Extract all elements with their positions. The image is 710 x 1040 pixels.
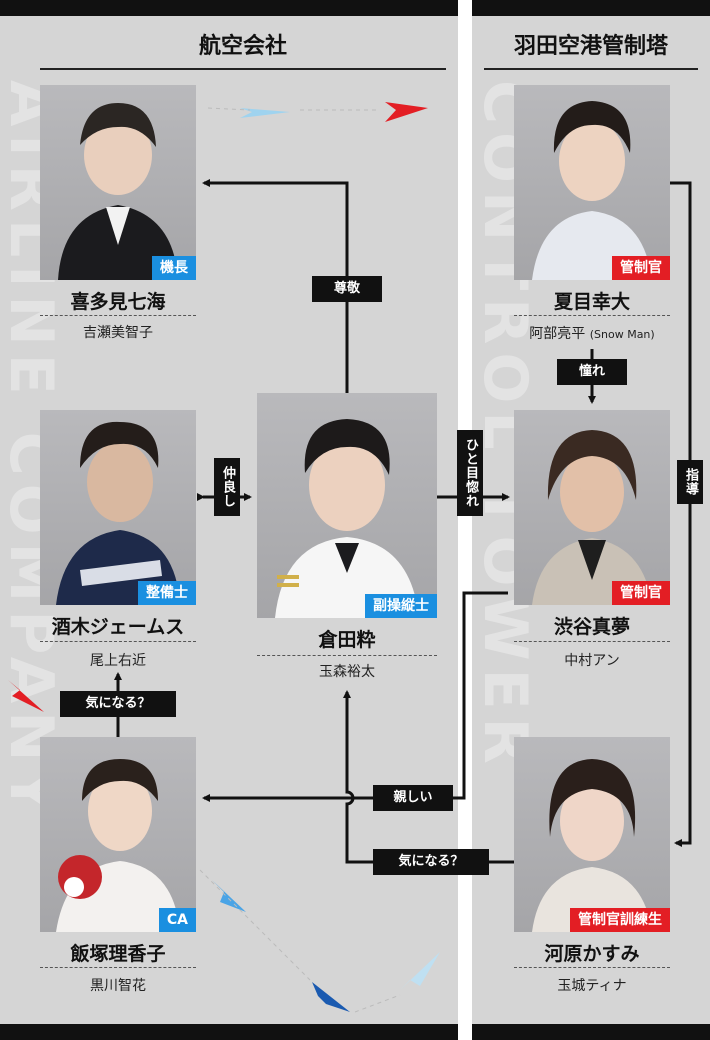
character-name: 飯塚理香子 <box>70 943 166 965</box>
label-first-sight: ひと目惚れ <box>457 430 483 516</box>
person-silhouette-icon <box>275 419 419 618</box>
label-mentor: 指導 <box>677 460 703 504</box>
actor-name: 黒川智花 <box>90 978 146 994</box>
actor-name: 吉瀬美智子 <box>83 325 153 341</box>
card-kitami[interactable]: 機長 喜多見七海 吉瀬美智子 <box>40 85 196 341</box>
name-divider <box>257 655 437 656</box>
card-natsume[interactable]: 管制官 夏目幸大 阿部亮平 (Snow Man) <box>514 85 670 345</box>
person-silhouette-icon <box>56 759 180 932</box>
name-divider <box>40 967 196 968</box>
role-badge: 整備士 <box>138 581 196 605</box>
role-badge: 管制官 <box>612 256 670 280</box>
character-name: 夏目幸大 <box>553 291 630 313</box>
role-badge: 管制官訓練生 <box>570 908 670 932</box>
actor-name: 阿部亮平 (Snow Man) <box>514 323 670 343</box>
portrait-shibuya: 管制官 <box>514 410 670 605</box>
person-silhouette-icon <box>532 101 652 280</box>
portrait-kawahara: 管制官訓練生 <box>514 737 670 932</box>
name-divider <box>40 315 196 316</box>
character-name: 酒木ジェームス <box>51 616 185 638</box>
column-divider <box>458 0 472 1040</box>
portrait-natsume: 管制官 <box>514 85 670 280</box>
actor-name: 玉森裕太 <box>319 664 375 680</box>
label-curious-1: 気になる？ <box>60 691 176 717</box>
actor-group-note: (Snow Man) <box>589 328 655 341</box>
name-divider <box>514 967 670 968</box>
actor-name: 尾上右近 <box>90 653 146 669</box>
card-sakaki[interactable]: 整備士 酒木ジェームス 尾上右近 <box>40 410 196 670</box>
actor-name: 中村アン <box>564 653 620 669</box>
card-shibuya[interactable]: 管制官 渋谷真夢 中村アン <box>514 410 670 670</box>
portrait-sakaki: 整備士 <box>40 410 196 605</box>
label-admire: 憧れ <box>557 359 627 385</box>
card-kurata[interactable]: 副操縦士 倉田粋 玉森裕太 <box>257 393 437 693</box>
person-silhouette-icon <box>56 421 180 605</box>
top-bar-left <box>0 0 458 16</box>
tower-section-rule <box>484 68 698 70</box>
airline-section-rule <box>40 68 446 70</box>
actor-name: 玉城ティナ <box>557 978 627 994</box>
tower-section-title: 羽田空港管制塔 <box>513 34 668 59</box>
card-iizuka[interactable]: CA 飯塚理香子 黒川智花 <box>40 737 196 999</box>
character-name: 倉田粋 <box>318 629 376 651</box>
actor-name-text: 阿部亮平 <box>529 326 586 342</box>
bottom-bar-left <box>0 1024 458 1040</box>
name-divider <box>514 315 670 316</box>
label-close-friends: 仲良し <box>214 458 240 516</box>
label-respect: 尊敬 <box>312 276 382 302</box>
role-badge: 機長 <box>152 256 196 280</box>
top-bar-right <box>472 0 710 16</box>
person-silhouette-icon <box>532 759 652 932</box>
character-name: 喜多見七海 <box>70 291 166 313</box>
portrait-iizuka: CA <box>40 737 196 932</box>
role-badge: 管制官 <box>612 581 670 605</box>
card-kawahara[interactable]: 管制官訓練生 河原かすみ 玉城ティナ <box>514 737 670 999</box>
label-intimate: 親しい <box>373 785 453 811</box>
person-silhouette-icon <box>532 430 652 605</box>
name-divider <box>40 641 196 642</box>
bottom-bar-right <box>472 1024 710 1040</box>
airline-section-title: 航空会社 <box>198 34 287 59</box>
portrait-kurata: 副操縦士 <box>257 393 437 618</box>
role-badge: 副操縦士 <box>365 594 437 618</box>
label-curious-2: 気になる？ <box>373 849 489 875</box>
name-divider <box>514 641 670 642</box>
character-name: 河原かすみ <box>544 943 640 965</box>
portrait-kitami: 機長 <box>40 85 196 280</box>
character-name: 渋谷真夢 <box>553 616 630 638</box>
person-silhouette-icon <box>58 103 178 280</box>
role-badge: CA <box>158 908 196 932</box>
